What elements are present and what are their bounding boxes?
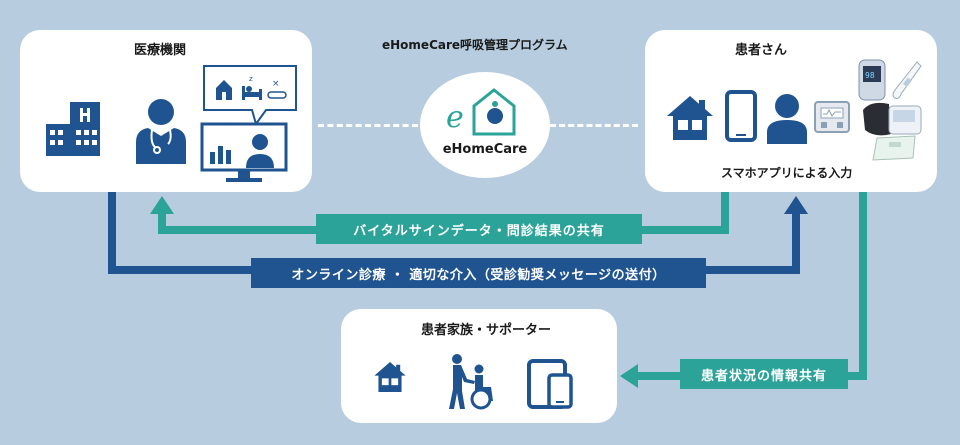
dashed-connector-right — [550, 124, 638, 127]
vital-flow-line-left — [158, 212, 166, 234]
smartphone-icon — [725, 90, 757, 142]
svg-text:98: 98 — [865, 71, 875, 80]
blood-pressure-monitor-icon — [863, 102, 922, 136]
patient-panel: 患者さん 98 スマホアプ — [645, 30, 937, 192]
care-flow-line-left — [108, 190, 116, 274]
program-title: eHomeCare呼吸管理プログラム — [382, 38, 568, 52]
care-flow-line-right — [792, 212, 800, 274]
weight-scale-icon — [872, 135, 916, 161]
measuring-device-icon — [814, 101, 850, 133]
status-share-banner: 患者状況の情報共有 — [680, 359, 848, 389]
tablet-phone-icon — [527, 359, 573, 409]
caregiver-wheelchair-icon — [449, 354, 493, 410]
doctor-icon — [136, 99, 186, 164]
medical-title: 医療機関 — [134, 43, 187, 58]
vital-flow-arrowhead — [150, 196, 174, 214]
status-flow-line-right — [859, 190, 867, 380]
status-flow-arrowhead — [620, 364, 638, 388]
home-icon — [667, 96, 713, 140]
vital-flow-line-right — [721, 190, 729, 234]
family-home-icon — [374, 362, 406, 392]
ehomecare-house-icon — [472, 88, 516, 136]
medical-panel: 医療機関 z × — [20, 30, 312, 192]
dashed-connector-left — [318, 124, 418, 127]
svg-text:z: z — [249, 75, 253, 83]
speech-bubble-icon: z × — [203, 65, 297, 127]
svg-text:×: × — [272, 79, 280, 89]
patient-person-icon — [767, 94, 807, 144]
ehomecare-logo-circle: e eHomeCare — [420, 72, 550, 178]
pulse-oximeter-icon: 98 — [858, 59, 886, 101]
thermometer-icon — [892, 61, 922, 99]
family-title: 患者家族・サポーター — [421, 323, 552, 338]
ehomecare-e-mark: e — [446, 100, 464, 135]
vital-share-banner: バイタルサインデータ・問診結果の共有 — [316, 214, 642, 244]
patient-input-caption: スマホアプリによる入力 — [721, 166, 853, 180]
online-care-banner: オンライン診療 ・ 適切な介入（受診勧奨メッセージの送付） — [251, 258, 706, 288]
patient-title: 患者さん — [735, 43, 788, 58]
video-monitor-icon — [200, 122, 288, 182]
ehomecare-logo-text: eHomeCare — [442, 142, 528, 157]
care-flow-arrowhead — [784, 196, 808, 214]
family-panel: 患者家族・サポーター — [341, 309, 617, 423]
hospital-icon — [46, 102, 100, 156]
